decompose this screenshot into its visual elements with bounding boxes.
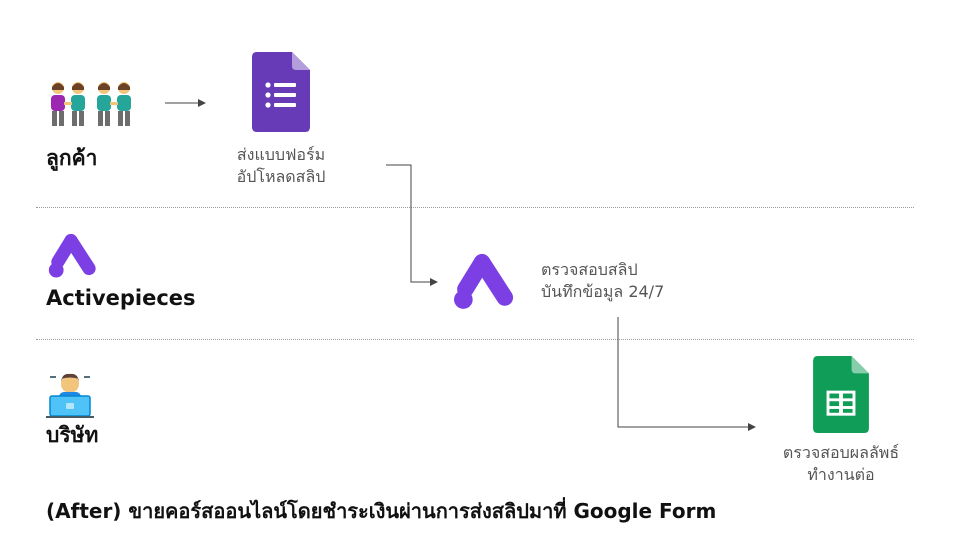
arrow-activepieces-to-sheets [617,317,756,431]
lane-label-activepieces: Activepieces [46,286,196,310]
google-forms-icon [252,52,310,136]
form-node-label: ส่งแบบฟอร์ม อัปโหลดสลิป [200,144,362,188]
lane-label-customer: ลูกค้า [46,146,98,170]
activepieces-node-line1: ตรวจสอบสลิป [541,260,638,279]
lane-divider-1 [36,207,914,208]
sheets-node-label: ตรวจสอบผลลัพธ์ ทำงานต่อ [752,442,930,486]
form-node-line1: ส่งแบบฟอร์ม [236,145,326,164]
technologist-icon [46,372,94,422]
form-node-line2: อัปโหลดสลิป [236,167,326,186]
activepieces-node-icon [450,254,514,316]
activepieces-logo-icon [46,234,96,284]
google-sheets-icon [813,356,869,437]
activepieces-node-label: ตรวจสอบสลิป บันทึกข้อมูล 24/7 [541,259,741,303]
arrow-form-to-activepieces [386,164,438,286]
sheets-node-line2: ทำงานต่อ [807,465,875,484]
lane-divider-2 [36,339,914,340]
lane-label-company: บริษัท [46,423,99,447]
activepieces-node-line2: บันทึกข้อมูล 24/7 [541,282,665,301]
diagram-caption: (After) ขายคอร์สออนไลน์โดยชำระเงินผ่านกา… [46,499,717,523]
sheets-node-line1: ตรวจสอบผลลัพธ์ [782,443,900,462]
people-holding-hands-icon [46,80,146,132]
